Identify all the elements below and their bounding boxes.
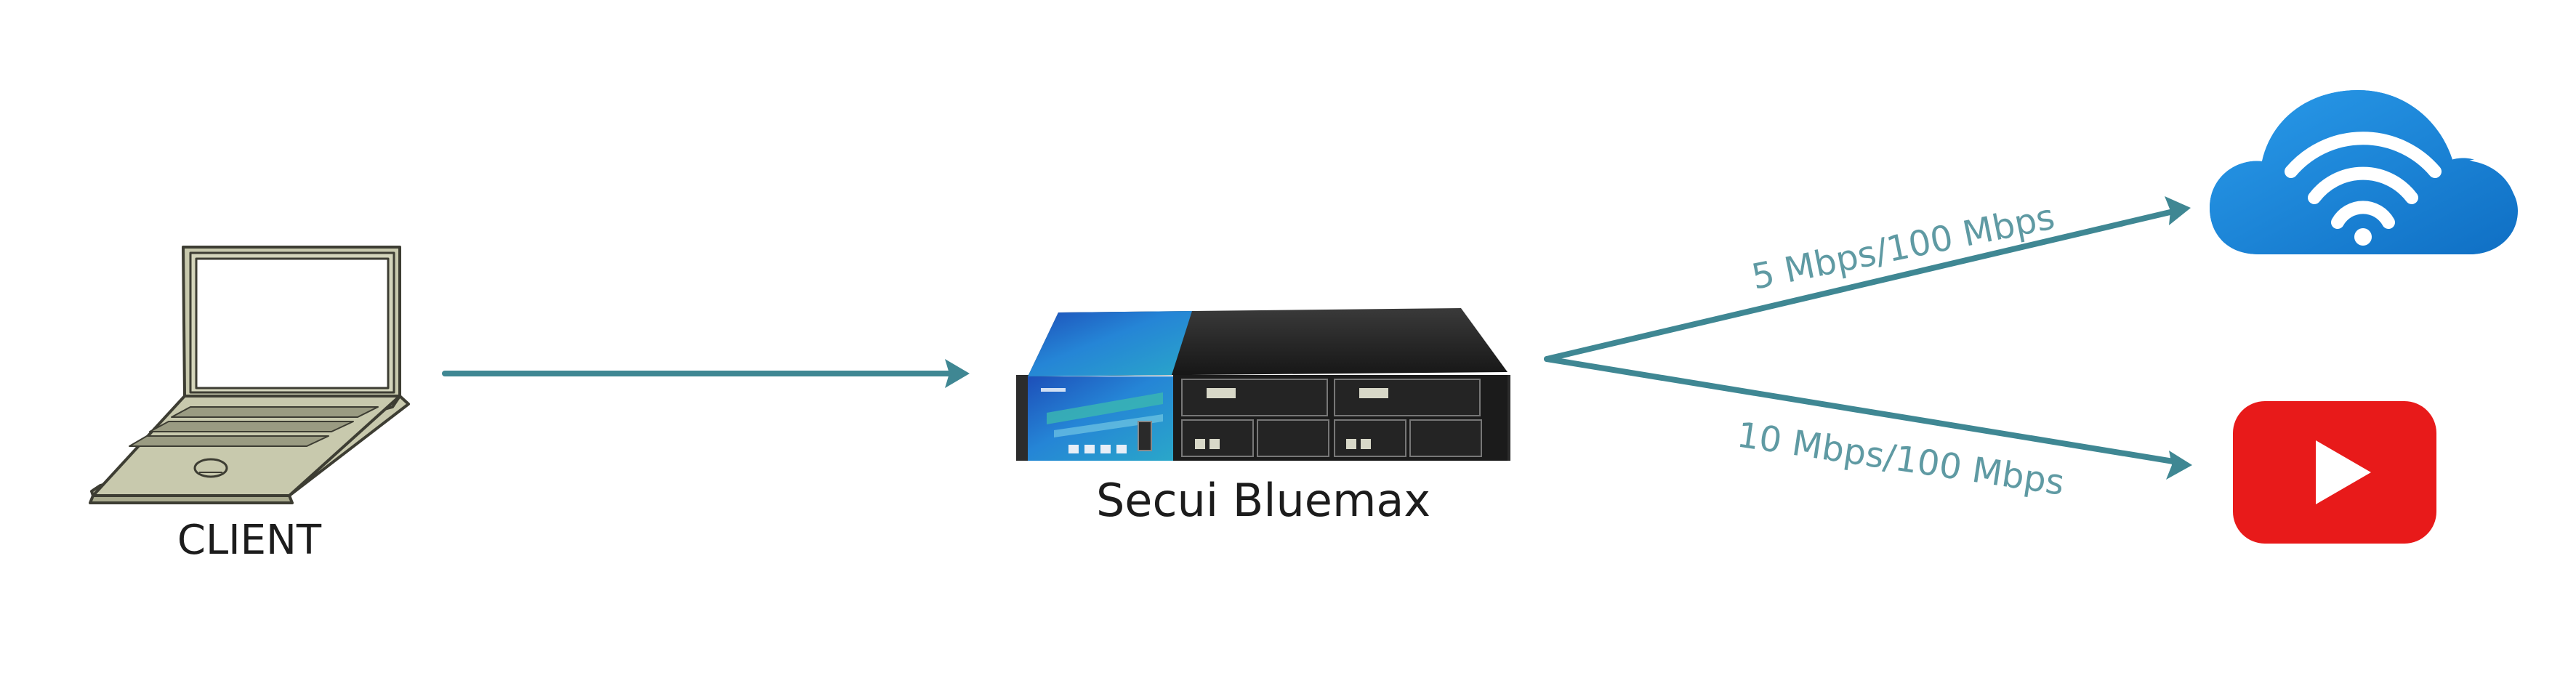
link-label-youtube: 10 Mbps/100 Mbps xyxy=(1734,414,2066,504)
laptop-icon xyxy=(89,246,410,504)
wifi-cloud-icon xyxy=(2210,90,2518,254)
link-to-wifi: 5 Mbps/100 Mbps xyxy=(1544,196,2191,362)
arrow-head-icon xyxy=(945,359,970,388)
link-line xyxy=(1544,356,2181,465)
arrow-head-icon xyxy=(2165,196,2191,225)
youtube-icon xyxy=(2233,401,2436,544)
firewall-label: Secui Bluemax xyxy=(1096,474,1430,527)
link-line xyxy=(1544,208,2179,362)
client-node: CLIENT xyxy=(89,246,410,564)
firewall-node: Secui Bluemax xyxy=(1016,308,1510,527)
youtube-node xyxy=(2233,401,2436,544)
wifi-cloud-node xyxy=(2210,90,2518,254)
link-to-youtube: 10 Mbps/100 Mbps xyxy=(1544,356,2192,504)
arrow-head-icon xyxy=(2166,451,2192,480)
link-client-to-firewall xyxy=(442,359,970,388)
client-label: CLIENT xyxy=(177,517,322,564)
firewall-appliance-icon xyxy=(1016,308,1510,461)
